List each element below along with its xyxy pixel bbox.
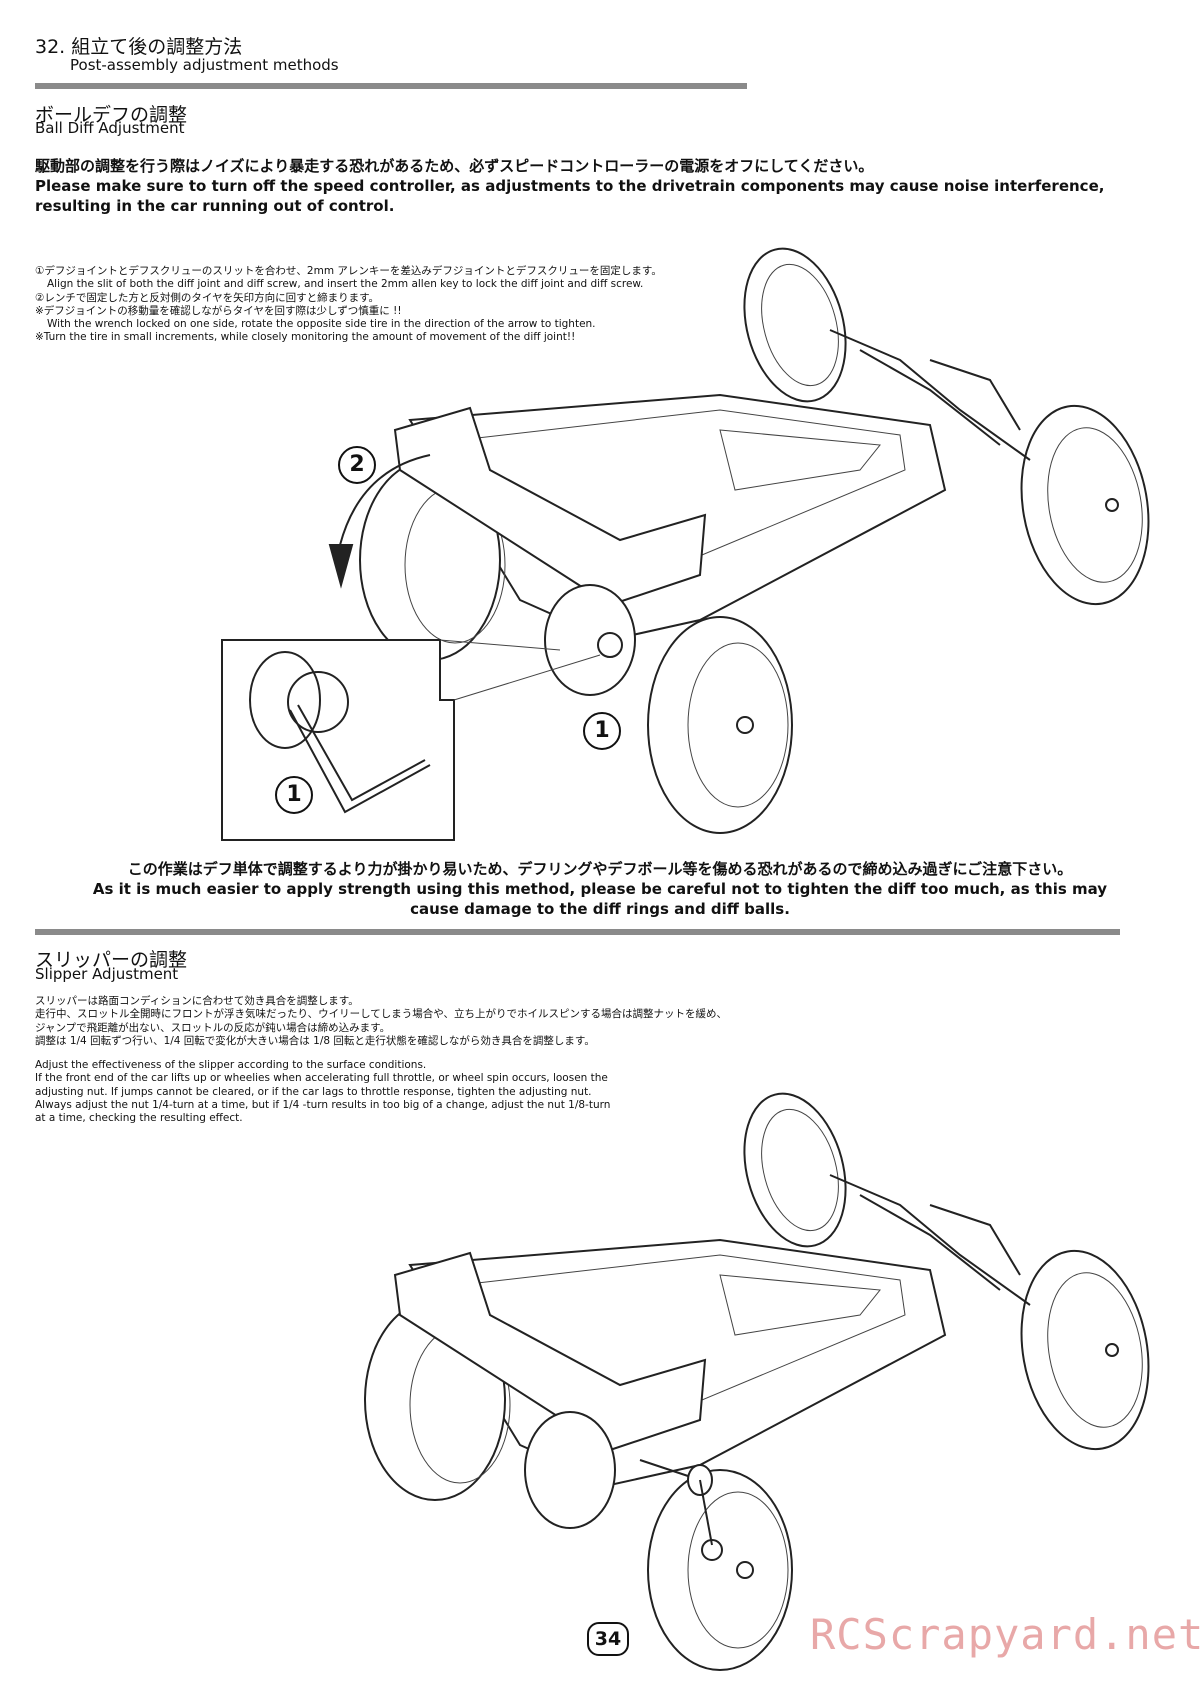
step-line: ②レンチで固定した方と反対側のタイヤを矢印方向に回すと締まります。 [35, 291, 380, 304]
section-title: 32. 組立て後の調整方法 [35, 36, 243, 58]
watermark: RCScrapyard.net [810, 1610, 1200, 1659]
slipper-line: at a time, checking the resulting effect… [35, 1112, 243, 1125]
rear-wing [393, 1251, 707, 1452]
step-line: ※Turn the tire in small increments, whil… [35, 331, 576, 344]
section-divider [35, 929, 1120, 935]
slipper-line: スリッパーは路面コンディションに合わせて効き具合を調整します。 [35, 995, 359, 1007]
page-number: 34 [587, 1622, 629, 1656]
slipper-line: ジャンプで飛距離が出ない、スロットルの反応が鈍い場合は締め込みます。 [35, 1021, 391, 1034]
gearbox [524, 1411, 616, 1529]
chassis-body [408, 393, 947, 642]
header-divider [35, 83, 747, 89]
rear-wing [393, 406, 707, 607]
slipper-title-en: Slipper Adjustment [35, 965, 179, 983]
ball-diff-steps: ①デフジョイントとデフスクリューのスリットを合わせ、2mm アレンキーを差込みデ… [35, 265, 775, 345]
warning-jp: 駆動部の調整を行う際はノイズにより暴走する恐れがあるため、必ずスピードコントロー… [35, 157, 874, 175]
note-jp: この作業はデフ単体で調整するより力が掛かり易いため、デフリングやデフボール等を傷… [127, 860, 1073, 878]
warning-en: Please make sure to turn off the speed c… [35, 177, 1105, 215]
slipper-line: If the front end of the car lifts up or … [35, 1072, 608, 1085]
front-tire-right [1020, 1249, 1150, 1451]
step-line: ①デフジョイントとデフスクリューのスリットを合わせ、2mm アレンキーを差込みデ… [35, 265, 662, 277]
slipper-line: 調整は 1/4 回転ずつ行い、1/4 回転で変化が大きい場合は 1/8 回転と走… [35, 1034, 595, 1047]
caution-note: この作業はデフ単体で調整するより力が掛かり易いため、デフリングやデフボール等を傷… [90, 859, 1110, 919]
ball-diff-title-en: Ball Diff Adjustment [35, 119, 185, 137]
slipper-text-jp: スリッパーは路面コンディションに合わせて効き具合を調整します。 走行中、スロット… [35, 995, 835, 1048]
slipper-line: Always adjust the nut 1/4-turn at a time… [35, 1098, 611, 1111]
gearbox [544, 584, 636, 696]
front-tire-right [1020, 404, 1150, 606]
slipper-line: adjusting nut. If jumps cannot be cleare… [35, 1085, 592, 1098]
rear-tire-right [647, 1469, 793, 1671]
rear-tire-right [647, 616, 793, 834]
callout-1-inset: 1 [275, 776, 313, 814]
slipper-line: Adjust the effectiveness of the slipper … [35, 1059, 427, 1071]
section-title-en: Post-assembly adjustment methods [70, 56, 339, 74]
step-line: Align the slit of both the diff joint an… [47, 278, 644, 291]
slipper-title: スリッパーの調整 [35, 949, 188, 971]
rotation-arrow [339, 454, 431, 546]
callout-2: 2 [338, 446, 376, 484]
step-line: With the wrench locked on one side, rota… [47, 318, 596, 331]
slipper-text-en: Adjust the effectiveness of the slipper … [35, 1059, 755, 1125]
note-en: As it is much easier to apply strength u… [92, 880, 1108, 918]
front-tire-left [743, 1092, 847, 1248]
ball-diff-title: ボールデフの調整 [35, 104, 188, 126]
callout-1: 1 [583, 712, 621, 750]
front-tire-left [743, 247, 847, 403]
step-line: ※デフジョイントの移動量を確認しながらタイヤを回す際は少しずつ慎重に !! [35, 304, 402, 317]
warning-text: 駆動部の調整を行う際はノイズにより暴走する恐れがあるため、必ずスピードコントロー… [35, 156, 1165, 216]
slipper-line: 走行中、スロットル全開時にフロントが浮き気味だったり、ウイリーしてしまう場合や、… [35, 1008, 727, 1021]
